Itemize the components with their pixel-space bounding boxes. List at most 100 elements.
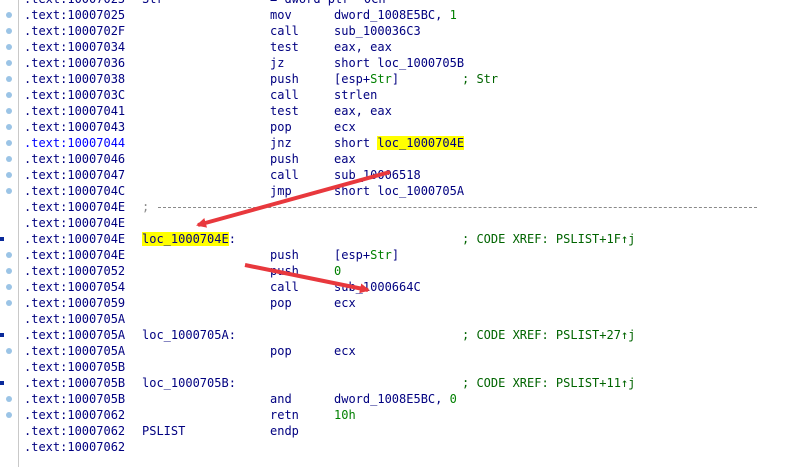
- breakpoint-dot-icon[interactable]: [6, 12, 12, 18]
- operand-text: eax, eax: [334, 40, 392, 54]
- operand-text: eax: [334, 152, 356, 166]
- breakpoint-dot-icon[interactable]: [6, 92, 12, 98]
- listing-line[interactable]: .text:1000704E;: [24, 199, 807, 215]
- operands[interactable]: [esp+Str]: [334, 71, 399, 87]
- operands[interactable]: 0: [334, 263, 341, 279]
- breakpoint-dot-icon[interactable]: [6, 252, 12, 258]
- operands[interactable]: short loc_1000705B: [334, 55, 464, 71]
- operands[interactable]: short loc_1000704E: [334, 135, 465, 151]
- xref-comment[interactable]: ; Str: [462, 72, 499, 86]
- breakpoint-dot-icon[interactable]: [6, 188, 12, 194]
- breakpoint-dot-icon[interactable]: [6, 108, 12, 114]
- listing-line[interactable]: .text:1000704E: [24, 215, 807, 231]
- xref-target-marker-icon: [0, 333, 4, 337]
- operand-tail: ]: [391, 248, 400, 262]
- operand-text: ecx: [334, 120, 356, 134]
- listing-line[interactable]: .text:1000705A: [24, 311, 807, 327]
- label-highlight: loc_1000704E: [142, 232, 229, 246]
- operands[interactable]: ecx: [334, 295, 356, 311]
- breakpoint-dot-icon[interactable]: [6, 268, 12, 274]
- line-address: .text:10007046: [24, 152, 126, 166]
- operands[interactable]: dword_1008E5BC, 0: [334, 391, 457, 407]
- breakpoint-dot-icon[interactable]: [6, 44, 12, 50]
- operands[interactable]: ecx: [334, 119, 356, 135]
- operands[interactable]: [esp+Str]: [334, 247, 399, 263]
- operands[interactable]: sub_100036C3: [334, 23, 421, 39]
- xref-target-marker-icon: [0, 237, 4, 241]
- breakpoint-dot-icon[interactable]: [6, 28, 12, 34]
- mnemonic: pop: [270, 344, 292, 358]
- mnemonic: push: [270, 264, 299, 278]
- code-label[interactable]: Str: [142, 0, 164, 7]
- breakpoint-dot-icon[interactable]: [6, 396, 12, 402]
- breakpoint-dot-icon[interactable]: [6, 412, 12, 418]
- line-address: .text:10007047: [24, 168, 126, 182]
- listing-line[interactable]: .text:10007025Str= dword ptr 0Ch: [24, 0, 807, 7]
- breakpoint-dot-icon[interactable]: [6, 156, 12, 162]
- operands[interactable]: dword_1008E5BC, 1: [334, 7, 457, 23]
- breakpoint-gutter[interactable]: [0, 0, 19, 467]
- line-address: .text:1000703C: [24, 88, 126, 102]
- operands[interactable]: eax, eax: [334, 39, 392, 55]
- mnemonic: endp: [270, 424, 299, 438]
- code-label-highlighted[interactable]: loc_1000704E:: [142, 231, 236, 247]
- breakpoint-dot-icon[interactable]: [6, 76, 12, 82]
- mnemonic: mov: [270, 8, 292, 22]
- breakpoint-dot-icon[interactable]: [6, 124, 12, 130]
- mnemonic: pop: [270, 296, 292, 310]
- listing-line[interactable]: .text:10007062 PSLIST endp: [24, 423, 807, 439]
- xref-comment[interactable]: ; CODE XREF: PSLIST+11↑j: [462, 376, 636, 390]
- xref-comment[interactable]: ; CODE XREF: PSLIST+1F↑j: [462, 232, 636, 246]
- mnemonic: test: [270, 104, 299, 118]
- breakpoint-dot-icon[interactable]: [6, 300, 12, 306]
- breakpoint-dot-icon[interactable]: [6, 172, 12, 178]
- label-colon: :: [228, 232, 236, 246]
- breakpoint-dot-icon[interactable]: [6, 60, 12, 66]
- line-address: .text:1000702F: [24, 24, 126, 38]
- xref-comment[interactable]: ; CODE XREF: PSLIST+27↑j: [462, 328, 636, 342]
- line-address: .text:10007044: [24, 136, 126, 150]
- listing-line[interactable]: .text:1000705B: [24, 359, 807, 375]
- listing-line[interactable]: .text:10007062: [24, 439, 807, 455]
- line-address: .text:10007062: [24, 424, 126, 438]
- operand-text: short loc_1000705A: [334, 184, 465, 198]
- operands[interactable]: short loc_1000705A: [334, 183, 464, 199]
- operands[interactable]: ecx: [334, 343, 356, 359]
- operands[interactable]: eax: [334, 151, 356, 167]
- operands[interactable]: sub_10006518: [334, 167, 421, 183]
- operands[interactable]: eax, eax: [334, 103, 392, 119]
- operand-text: sub_100036C3: [334, 24, 421, 38]
- line-address: .text:10007025: [24, 0, 125, 7]
- code-label[interactable]: PSLIST: [142, 424, 186, 438]
- code-label[interactable]: loc_1000705B:: [142, 376, 236, 390]
- breakpoint-dot-icon[interactable]: [6, 284, 12, 290]
- operands[interactable]: strlen: [334, 87, 377, 103]
- operands[interactable]: sub_1000664C: [334, 279, 421, 295]
- breakpoint-dot-icon[interactable]: [6, 140, 12, 146]
- code-label[interactable]: loc_1000705A:: [142, 328, 236, 342]
- operands[interactable]: 10h: [334, 407, 356, 423]
- breakpoint-dot-icon[interactable]: [6, 348, 12, 354]
